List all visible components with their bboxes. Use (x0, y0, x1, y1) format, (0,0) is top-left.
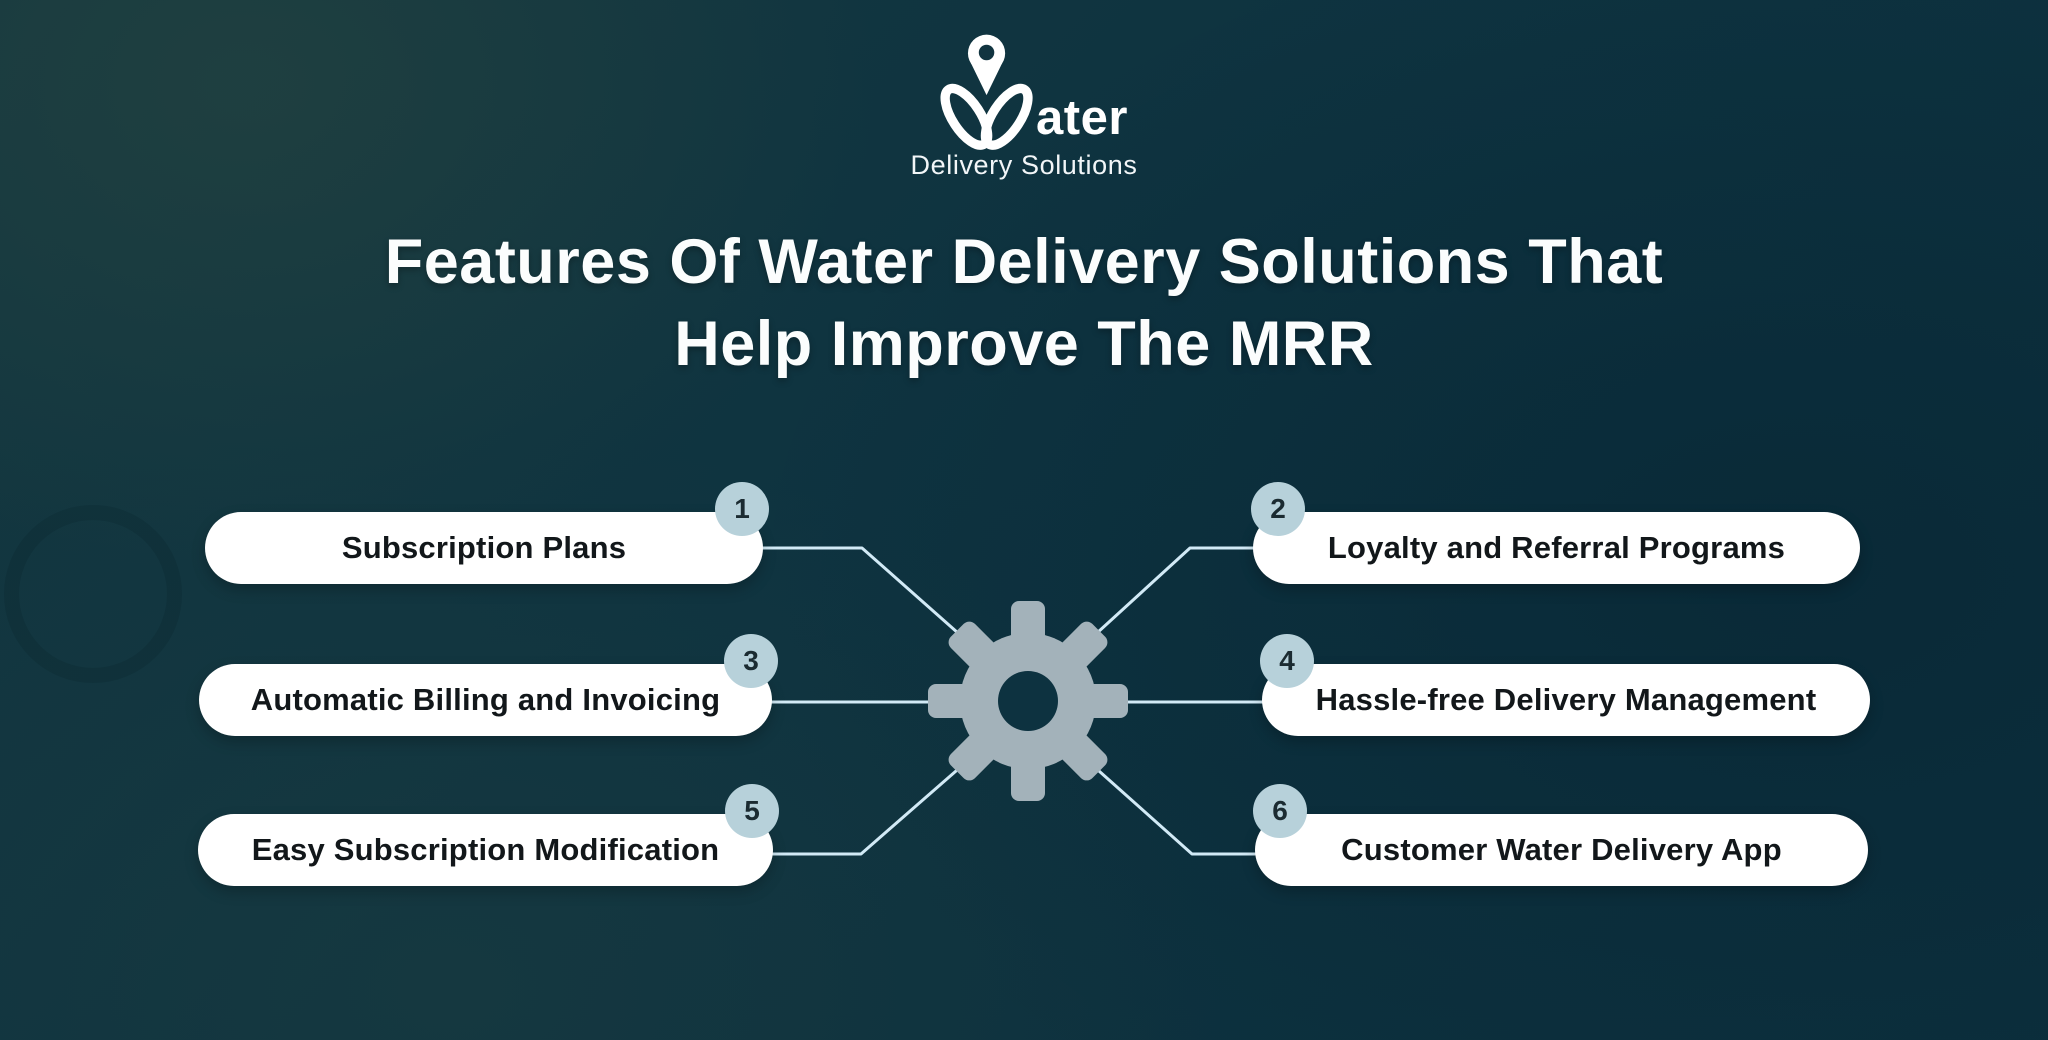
feature-pill-automatic-billing-invoicing: Automatic Billing and Invoicing 3 (199, 634, 778, 736)
water-pin-w-icon (940, 34, 1033, 150)
feature-pill-subscription-plans: Subscription Plans 1 (205, 482, 769, 584)
feature-number-badge: 1 (715, 482, 769, 536)
feature-number-badge: 3 (724, 634, 778, 688)
feature-label: Automatic Billing and Invoicing (250, 682, 721, 717)
feature-label: Subscription Plans (341, 530, 627, 565)
feature-pill-easy-subscription-modification: Easy Subscription Modification 5 (198, 784, 779, 886)
page-title: Features Of Water Delivery Solutions Tha… (0, 222, 2048, 386)
gear-icon (928, 601, 1128, 801)
brand-logo: ater Delivery Solutions (911, 30, 1138, 181)
feature-number-badge: 2 (1251, 482, 1305, 536)
feature-label: Hassle-free Delivery Management (1315, 682, 1817, 717)
page-title-line2: Help Improve The MRR (674, 308, 1374, 379)
connector-line-5 (771, 769, 958, 856)
feature-pill-loyalty-referral-programs: Loyalty and Referral Programs 2 (1251, 482, 1860, 584)
feature-number-badge: 4 (1260, 634, 1314, 688)
page-title-line1: Features Of Water Delivery Solutions Tha… (384, 227, 1664, 297)
connector-line-1 (761, 546, 960, 635)
feature-number-badge: 6 (1253, 784, 1307, 838)
feature-label: Loyalty and Referral Programs (1327, 530, 1786, 565)
feature-pill-hassle-free-delivery-management: Hassle-free Delivery Management 4 (1260, 634, 1870, 736)
feature-label: Customer Water Delivery App (1341, 832, 1782, 867)
feature-label: Easy Subscription Modification (251, 832, 720, 867)
connector-line-2 (1095, 546, 1255, 635)
brand-subtitle: Delivery Solutions (910, 150, 1138, 180)
feature-number-badge: 5 (725, 784, 779, 838)
feature-pill-customer-water-delivery-app: Customer Water Delivery App 6 (1253, 784, 1868, 886)
brand-name-suffix: ater (1036, 91, 1128, 145)
connector-line-6 (1097, 769, 1257, 856)
brand-logo-row: ater (920, 30, 1128, 154)
